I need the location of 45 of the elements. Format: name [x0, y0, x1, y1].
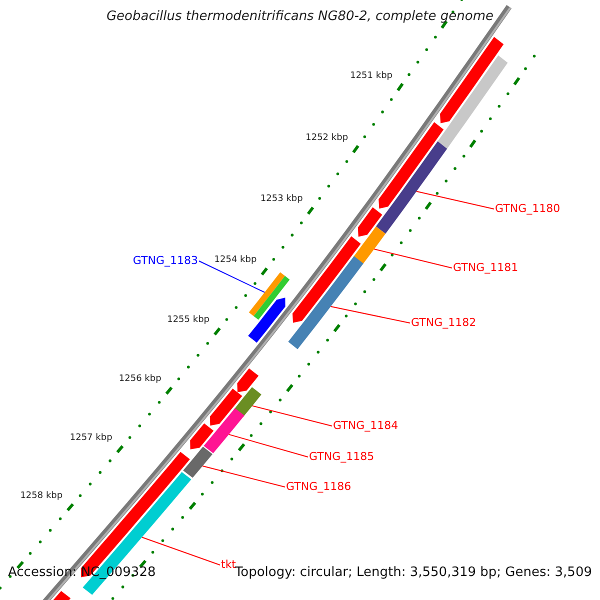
gene-block	[190, 423, 214, 450]
leader-line	[374, 248, 452, 268]
scale-label: 1254 kbp	[214, 254, 257, 268]
gene-bar	[248, 272, 285, 316]
gene-bar	[376, 141, 448, 234]
scale-label: 1252 kbp	[306, 132, 348, 145]
scale-label: 1257 kbp	[70, 432, 112, 445]
gene-block	[358, 207, 382, 237]
leader-line	[330, 306, 410, 324]
gene-block	[80, 452, 190, 578]
leader-line	[141, 536, 220, 566]
gene-label: GTNG_1183	[132, 254, 198, 268]
gene-bar	[82, 472, 192, 595]
scale-label: 1251 kbp	[350, 70, 392, 83]
gene-block	[248, 298, 286, 343]
gene-block	[378, 122, 444, 209]
gene-label: GTNG_1182	[411, 316, 476, 330]
gene-block	[292, 236, 361, 323]
gene-label: tkt	[221, 558, 236, 572]
leader-line	[228, 434, 308, 458]
footer-text: Topology: circular; Length: 3,550,319 bp; Genes: 3,509	[234, 566, 592, 580]
gene-bar	[254, 276, 290, 320]
gene-label: GTNG_1185	[309, 450, 374, 464]
gene-bar	[353, 226, 386, 264]
leader-line	[416, 190, 494, 210]
gene-block	[210, 388, 242, 426]
gene-bar	[438, 55, 508, 149]
leader-line	[198, 260, 266, 293]
gene-bar	[288, 256, 364, 350]
gene-label: GTNG_1186	[286, 480, 352, 494]
gene-bar	[204, 408, 244, 454]
leader-line	[202, 465, 286, 488]
title: Geobacillus thermodenitrificans NG80-2, complete genome	[105, 10, 494, 24]
scale-label: 1258 kbp	[20, 490, 63, 503]
gene-label: GTNG_1184	[333, 419, 398, 433]
gene-bar	[183, 446, 212, 478]
gene-bar	[234, 387, 262, 417]
gene-label: GTNG_1180	[495, 202, 560, 216]
gene-block	[440, 36, 504, 124]
leader-line	[252, 405, 332, 426]
scale-label: 1255 kbp	[167, 314, 210, 328]
scale-label: 1256 kbp	[118, 373, 162, 386]
gene-block	[237, 368, 259, 392]
gene-label: GTNG_1181	[453, 261, 518, 275]
scale-label: 1253 kbp	[260, 193, 303, 206]
